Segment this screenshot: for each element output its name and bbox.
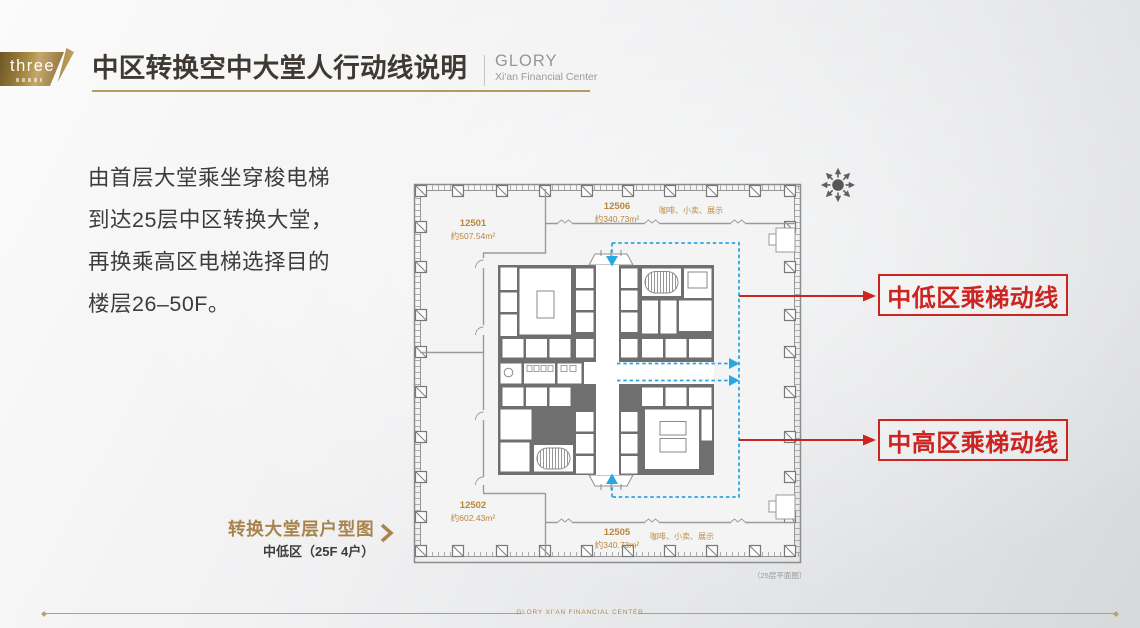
route-dashed-path <box>606 242 740 498</box>
unit-id: 12502 <box>459 500 487 511</box>
unit-note-bottom: 咖啡、小卖、展示 <box>650 532 714 541</box>
footer-rule-left <box>45 613 522 614</box>
brand-subtitle: Xi'an Financial Center <box>495 71 598 83</box>
plan-caption: （25层平面图） <box>753 571 807 580</box>
intro-line: 到达25层中区转换大堂， <box>88 208 333 232</box>
compass-icon <box>820 167 856 203</box>
footer-brand-text: GLORY XI'AN FINANCIAL CENTER <box>516 609 644 616</box>
intro-line: 楼层26–50F。 <box>88 292 230 316</box>
header-divider <box>484 55 485 86</box>
nav-link-floorplan[interactable]: 转换大堂层户型图 <box>228 519 375 539</box>
plan-right-pockets <box>768 227 796 520</box>
unit-id: 12505 <box>603 527 631 538</box>
footer-rule-right <box>638 613 1115 614</box>
chapter-badge-label: three <box>10 57 56 75</box>
unit-note-top: 咖啡、小卖、展示 <box>659 206 723 215</box>
plan-core <box>498 250 714 490</box>
intro-paragraph: 由首层大堂乘坐穿梭电梯 到达25层中区转换大堂， 再换乘高区电梯选择目的 楼层2… <box>88 161 388 329</box>
intro-line: 再换乘高区电梯选择目的 <box>88 250 331 274</box>
brand-name: GLORY <box>495 52 558 70</box>
unit-label-12505: 12505 约340.73m² <box>595 527 639 551</box>
chapter-badge-subtext <box>16 78 42 82</box>
callout-mid-low-zone: 中低区乘梯动线 <box>878 274 1068 316</box>
unit-area: 约507.54m² <box>450 231 496 241</box>
unit-area: 约340.73m² <box>594 540 640 550</box>
plan-outer-wall <box>413 183 802 564</box>
unit-label-12501: 12501 约507.54m² <box>451 218 495 242</box>
unit-label-12502: 12502 约602.43m² <box>451 500 495 524</box>
unit-id: 12501 <box>459 218 487 229</box>
unit-area: 约602.43m² <box>450 513 496 523</box>
unit-label-12506: 12506 约340.73m² <box>595 201 639 225</box>
unit-area: 约340.73m² <box>594 214 640 224</box>
page-title: 中区转换空中大堂人行动线说明 <box>92 53 468 83</box>
plan-partitions <box>420 189 795 557</box>
callout-mid-high-zone: 中高区乘梯动线 <box>878 419 1068 461</box>
title-underline <box>92 90 590 92</box>
chapter-badge: three <box>0 52 64 86</box>
callout-connectors <box>739 290 876 446</box>
chevron-right-icon[interactable] <box>379 523 394 543</box>
unit-id: 12506 <box>603 201 631 212</box>
nav-subtitle: 中低区（25F 4户） <box>263 544 375 559</box>
intro-line: 由首层大堂乘坐穿梭电梯 <box>88 166 331 190</box>
